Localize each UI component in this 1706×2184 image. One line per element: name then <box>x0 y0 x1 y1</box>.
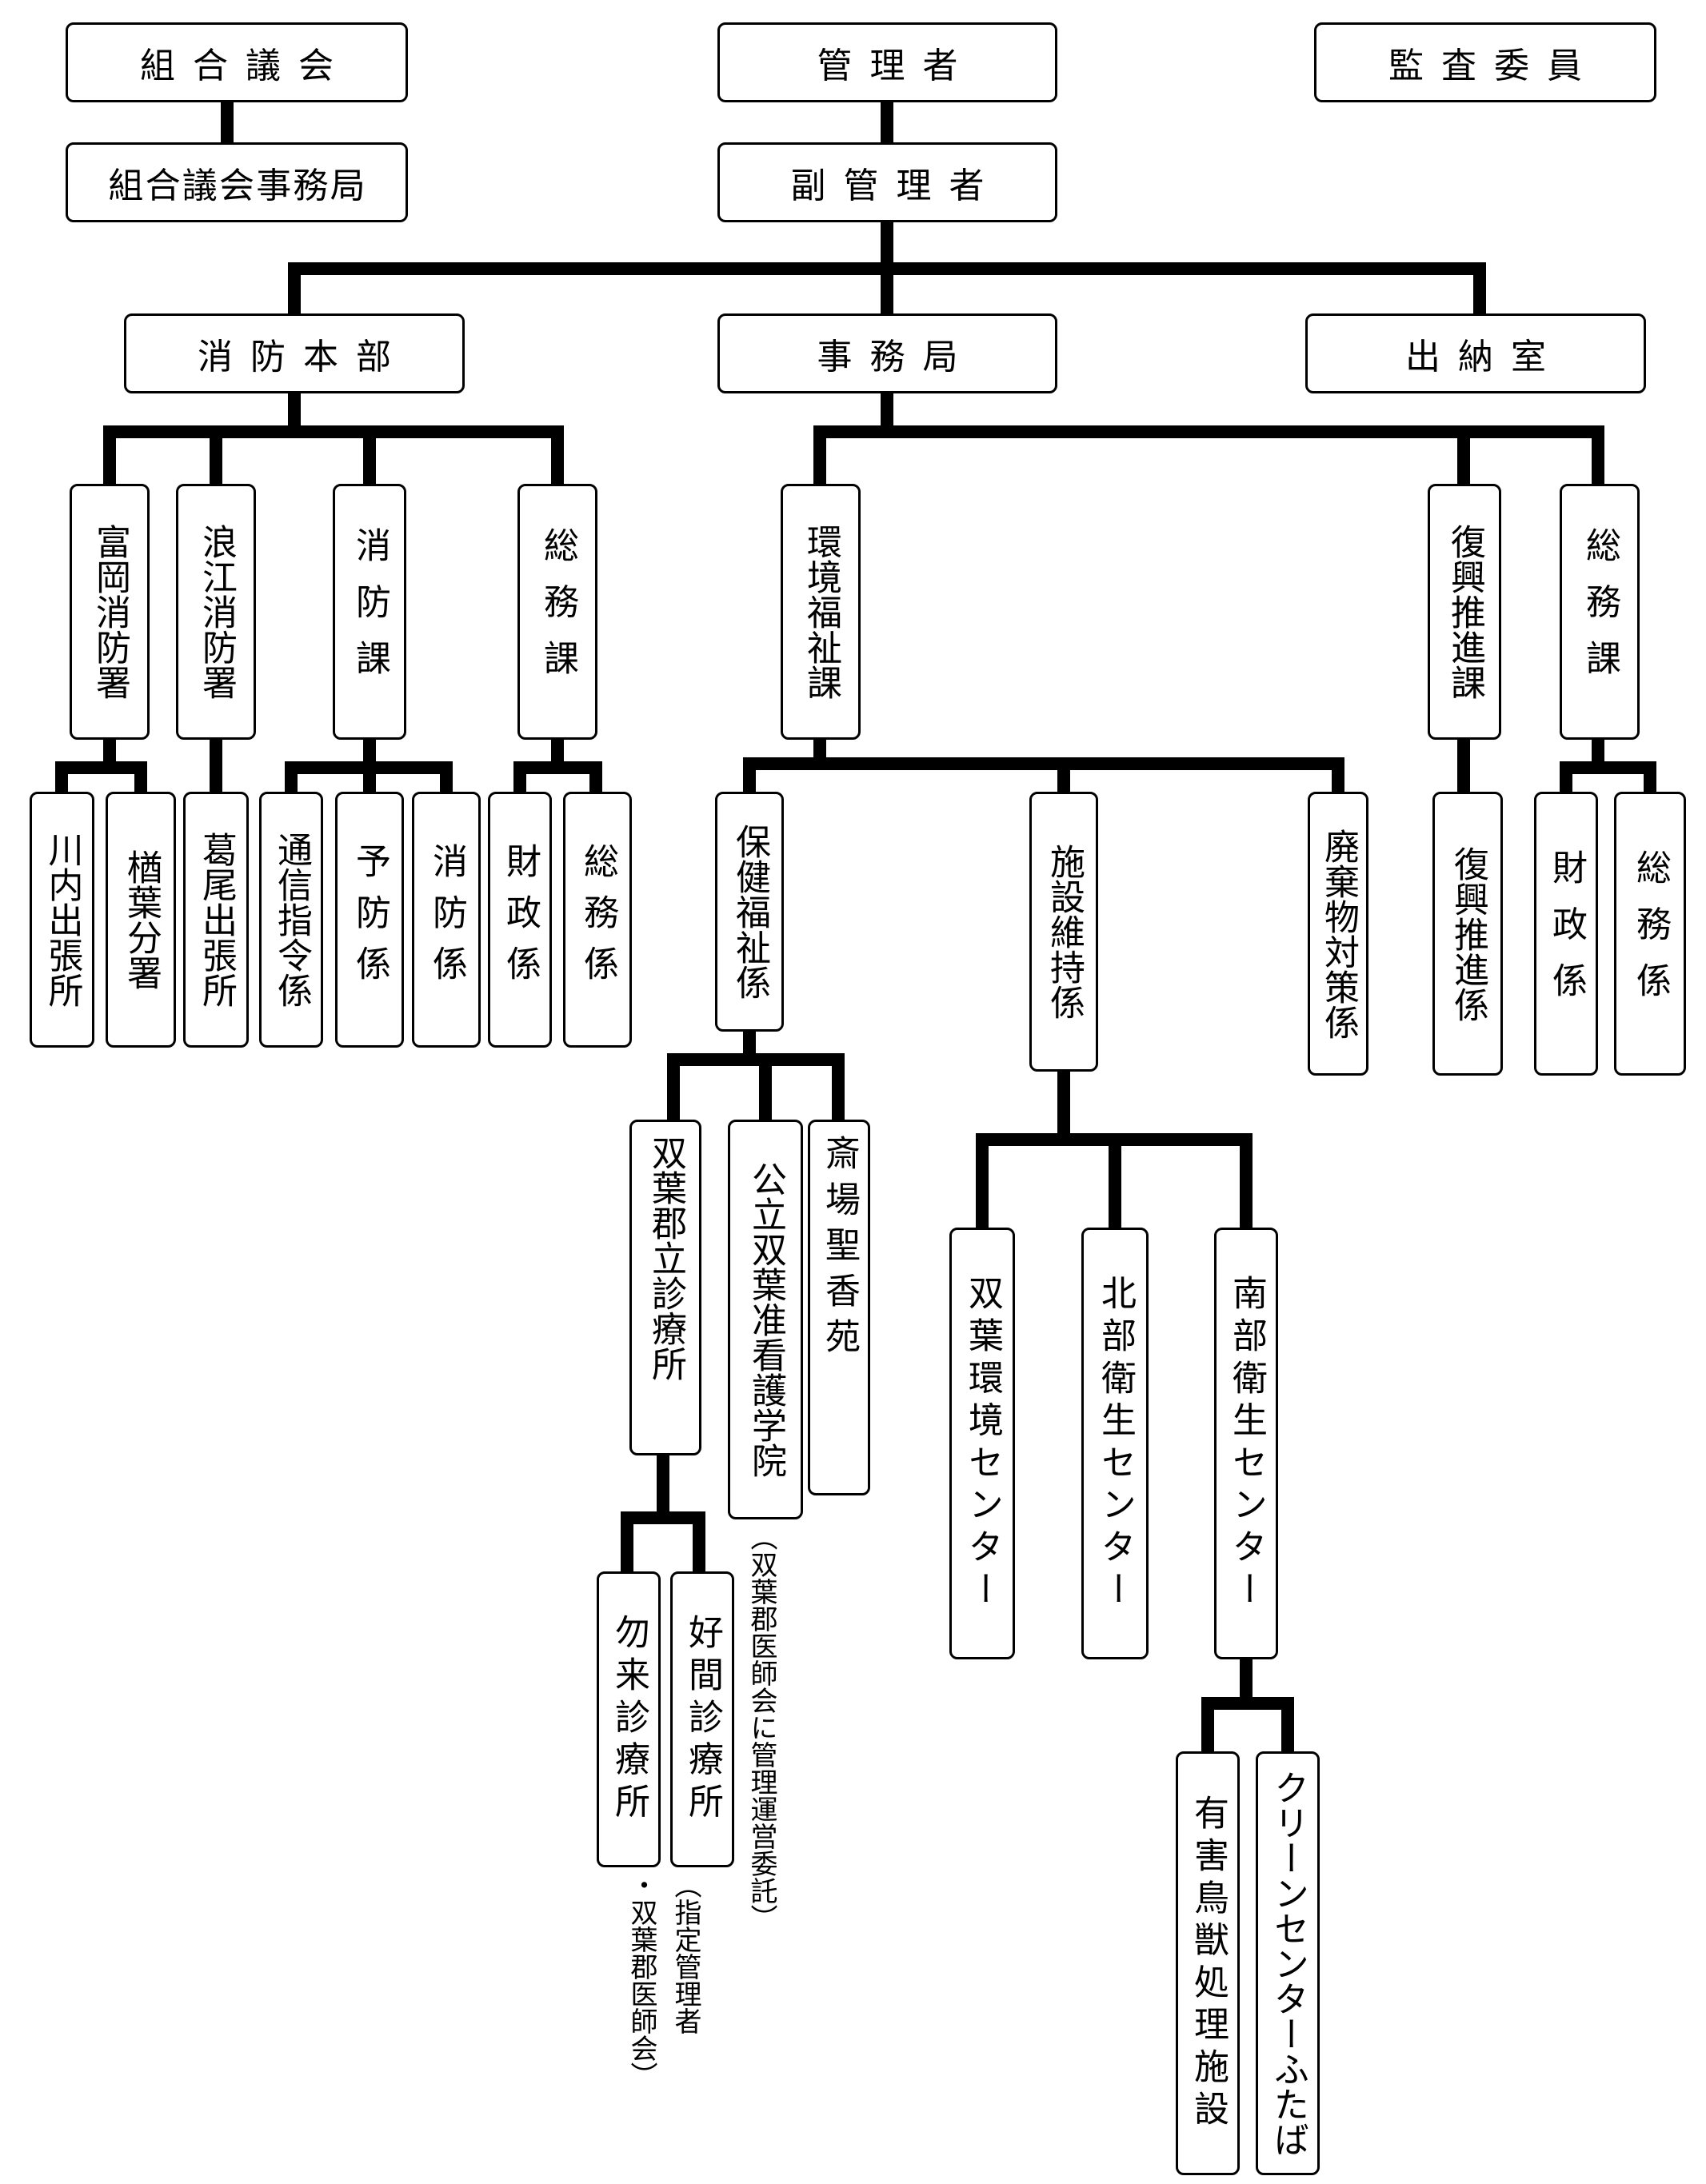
administrator-box: 管理者 <box>717 22 1057 102</box>
futaba-env-center-box: 双葉環境センター <box>949 1228 1015 1659</box>
facility-maintenance-section-box: 施設維持係 <box>1029 792 1098 1072</box>
reconstruction-division-box: 復興推進課 <box>1428 484 1501 740</box>
wildlife-processing-facility-box: 有害鳥獣処理施設 <box>1176 1751 1240 2175</box>
health-welfare-section-box: 保健福祉係 <box>715 792 784 1032</box>
env-welfare-division-box: 環境福祉課 <box>781 484 861 740</box>
fire-general-division-box: 総務課 <box>517 484 597 740</box>
clinic-note-line1: （指定管理者 <box>669 1871 701 2034</box>
treasury-box: 出納室 <box>1305 313 1646 393</box>
namie-fire-station-box: 浪江消防署 <box>176 484 256 740</box>
comm-command-section-box: 通信指令係 <box>259 792 323 1048</box>
tomioka-fire-station-box: 富岡消防署 <box>70 484 150 740</box>
firefighting-section-box: 消防係 <box>412 792 481 1048</box>
futaba-nursing-school-box: 公立双葉准看護学院 <box>728 1120 803 1519</box>
north-sanitation-center-box: 北部衛生センター <box>1081 1228 1149 1659</box>
reconstruction-section-box: 復興推進係 <box>1432 792 1503 1076</box>
secretariat-general-section-box: 総務係 <box>1614 792 1686 1076</box>
konma-clinic-box: 好間診療所 <box>670 1571 734 1867</box>
south-sanitation-center-box: 南部衛生センター <box>1214 1228 1278 1659</box>
fire-general-section-box: 総務係 <box>563 792 632 1048</box>
secretariat-general-division-box: 総務課 <box>1560 484 1640 740</box>
futaba-county-clinic-box: 双葉郡立診療所 <box>629 1120 701 1455</box>
assembly-office-box: 組合議会事務局 <box>66 142 408 222</box>
clean-center-futaba-box: クリーンセンターふたば <box>1256 1751 1320 2175</box>
secretariat-finance-section-box: 財政係 <box>1534 792 1598 1076</box>
auditor-box: 監査委員 <box>1314 22 1656 102</box>
clinic-note-line2: ・双葉郡医師会） <box>625 1871 657 2089</box>
assembly-box: 組合議会 <box>66 22 408 102</box>
waste-management-section-box: 廃棄物対策係 <box>1308 792 1368 1076</box>
nursing-school-note: （双葉郡医師会に管理運営委託） <box>745 1523 777 1931</box>
prevention-section-box: 予防係 <box>335 792 404 1048</box>
seikoen-crematorium-box: 斎場聖香苑 <box>808 1120 870 1495</box>
katsurao-branch-box: 葛尾出張所 <box>183 792 249 1048</box>
fire-finance-section-box: 財政係 <box>488 792 552 1048</box>
fire-division-box: 消防課 <box>333 484 406 740</box>
naraha-branch-box: 楢葉分署 <box>106 792 176 1048</box>
vice-administrator-box: 副管理者 <box>717 142 1057 222</box>
fire-hq-box: 消防本部 <box>124 313 465 393</box>
kawauchi-branch-box: 川内出張所 <box>30 792 94 1048</box>
nakoso-clinic-box: 勿来診療所 <box>597 1571 661 1867</box>
secretariat-box: 事務局 <box>717 313 1057 393</box>
